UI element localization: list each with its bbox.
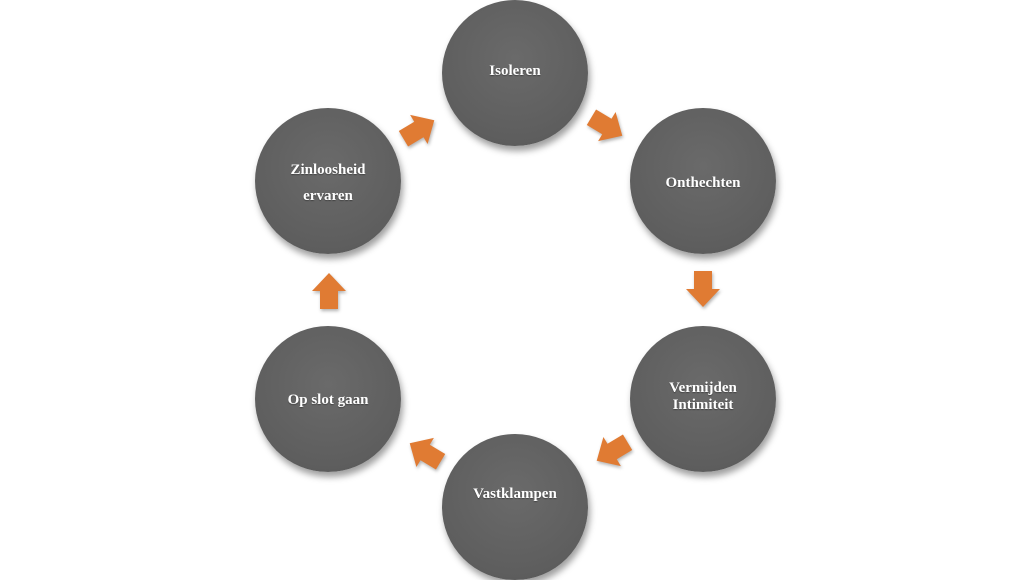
node-label-onthechten: Onthechten (665, 175, 741, 191)
node-vermijden-intimiteit: Vermijden Intimiteit (630, 326, 776, 472)
node-zinloosheid-ervaren: Zinloosheid ervaren (255, 108, 401, 254)
arrow-vastklampen-to-op-slot-gaan (406, 433, 446, 473)
node-op-slot-gaan: Op slot gaan (255, 326, 401, 472)
arrow-zinloosheid-to-isoleren (398, 110, 438, 150)
node-label-op-slot-gaan: Op slot gaan (287, 392, 369, 408)
node-label-zinloosheid-ervaren: Zinloosheid ervaren (290, 162, 366, 204)
arrow-vermijden-to-vastklampen (593, 431, 633, 471)
node-label-vastklampen: Vastklampen (473, 486, 557, 502)
node-label-isoleren: Isoleren (489, 63, 541, 79)
arrow-onthechten-to-vermijden (683, 268, 723, 308)
arrow-isoleren-to-onthechten (586, 106, 626, 146)
node-isoleren: Isoleren (442, 0, 588, 146)
node-vastklampen: Vastklampen (442, 434, 588, 580)
arrow-op-slot-gaan-to-zinloosheid (309, 272, 349, 312)
node-label-vermijden-intimiteit: Vermijden Intimiteit (669, 380, 737, 413)
node-onthechten: Onthechten (630, 108, 776, 254)
